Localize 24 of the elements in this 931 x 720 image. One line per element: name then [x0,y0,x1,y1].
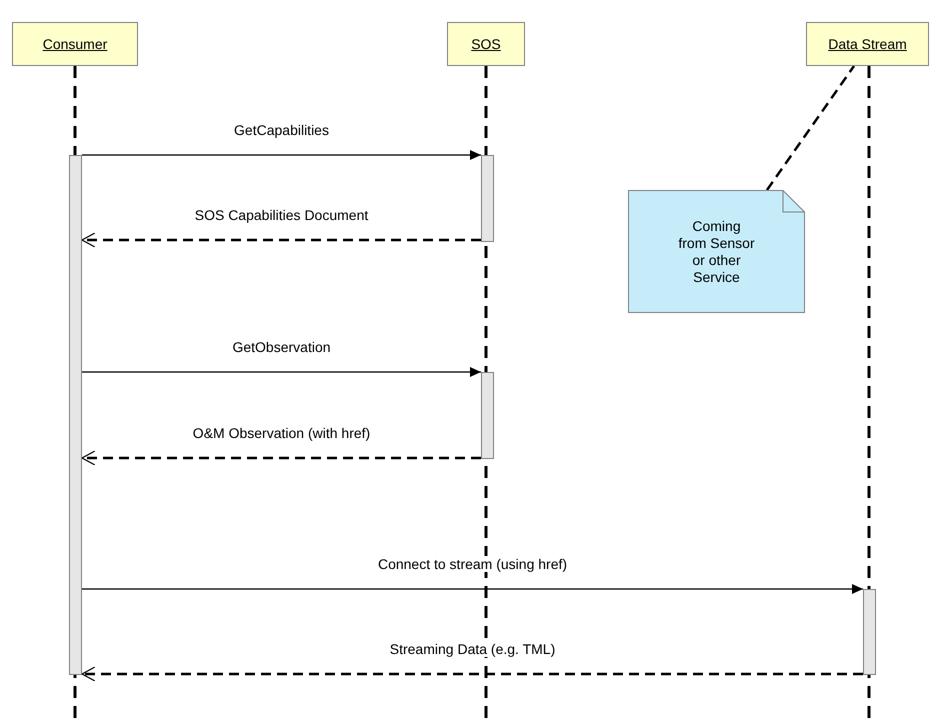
message-label: Connect to stream (using href) [376,556,570,572]
message-arrow [81,666,863,682]
activation-bar [69,155,82,675]
participant-name: Consumer [42,36,108,52]
message-label: Streaming Data (e.g. TML) [388,641,558,657]
activation-bar [481,155,494,242]
participant-box [12,22,138,66]
message-arrow [82,367,481,377]
message-arrow [82,584,863,594]
participant-box [447,22,525,66]
activation-bar [481,372,494,459]
activation-bar [863,589,876,675]
message-arrow [82,150,481,160]
message-label: GetCapabilities [232,122,331,138]
message-arrow [81,232,481,248]
note-text: Coming from Sensor or other Service [677,218,756,286]
message-label: GetObservation [230,339,333,355]
participant-box [806,22,929,66]
note-shape [628,190,805,313]
message-label: O&M Observation (with href) [190,425,372,441]
participant-name: Data Stream [828,36,907,52]
message-arrow [81,450,481,466]
participant-name: SOS [471,36,501,52]
message-label: SOS Capabilities Document [192,207,370,223]
